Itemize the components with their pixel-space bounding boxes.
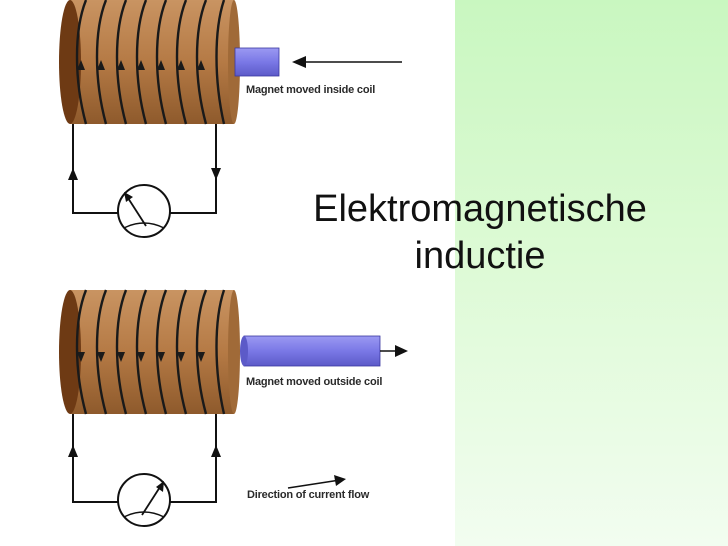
slide-title-line1: Elektromagnetische [313,188,647,230]
legend-label: Direction of current flow [247,489,370,501]
top-motion-arrow [292,56,402,68]
top-circuit-wire [72,124,217,214]
bottom-magnet [240,335,381,367]
slide-background-panel [455,0,728,546]
top-coil [59,0,240,125]
slide-title-line2: inductie [414,235,546,277]
bottom-motion-arrow [380,345,408,357]
slide-title: Elektromagnetische inductie [270,186,690,280]
bottom-magnet-label: Magnet moved outside coil [246,376,383,388]
bottom-coil [59,289,240,415]
current-direction-arrow-icon [287,475,346,489]
induction-diagram [59,0,408,527]
top-magnet-label: Magnet moved inside coil [246,84,376,96]
top-galvanometer-icon [117,184,171,238]
bottom-galvanometer-icon [117,473,171,527]
top-magnet [234,47,280,77]
bottom-circuit-wire [72,414,217,503]
